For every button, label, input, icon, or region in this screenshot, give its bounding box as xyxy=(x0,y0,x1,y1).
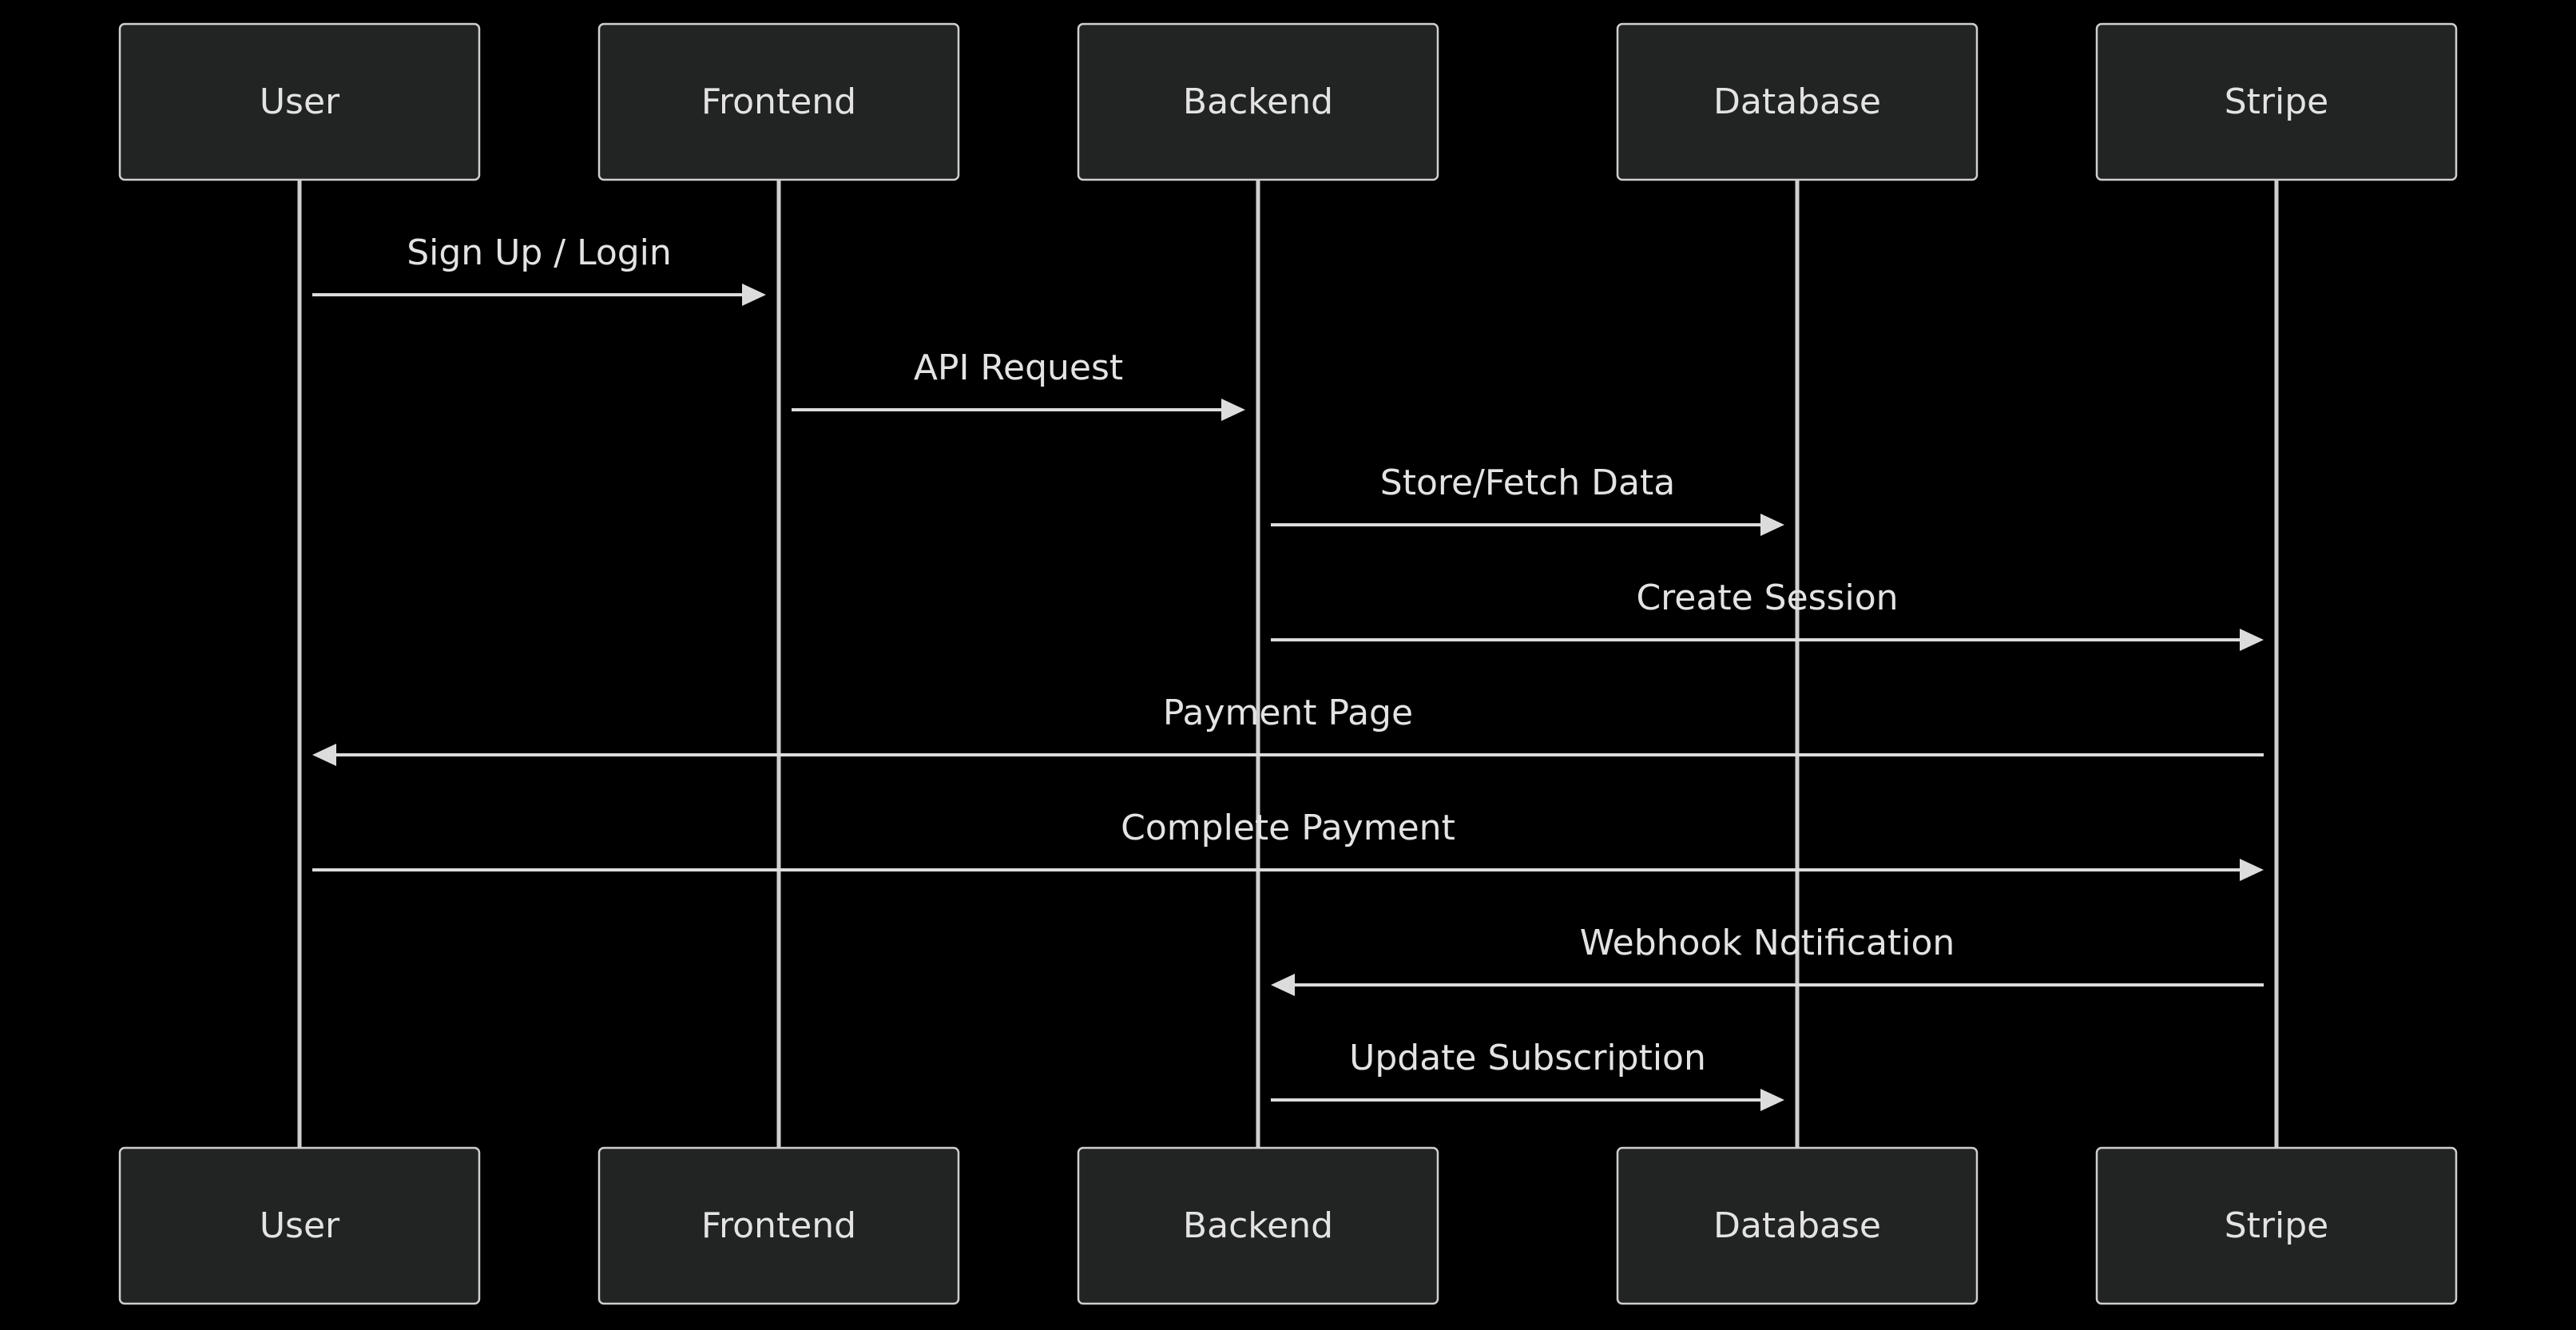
arrowhead-icon xyxy=(1221,399,1245,421)
participant-user-top: User xyxy=(118,22,481,181)
message-label: Complete Payment xyxy=(1121,808,1455,848)
arrowhead-icon xyxy=(312,744,336,766)
message-6: Complete Payment xyxy=(312,808,2264,881)
participant-box xyxy=(1077,22,1439,181)
message-label: Store/Fetch Data xyxy=(1380,463,1675,503)
participant-box xyxy=(118,1146,481,1305)
participant-box xyxy=(1616,1146,1979,1305)
participants-top: User Frontend Backend Database Stripe xyxy=(118,22,2458,181)
participant-label: Stripe xyxy=(2225,1205,2329,1246)
participant-box xyxy=(2095,1146,2458,1305)
lifelines xyxy=(297,180,2279,1148)
participant-stripe-bottom: Stripe xyxy=(2095,1146,2458,1305)
participant-frontend-bottom: Frontend xyxy=(597,1146,960,1305)
arrowhead-icon xyxy=(1271,974,1295,996)
participant-box xyxy=(597,22,960,181)
message-label: Sign Up / Login xyxy=(407,232,672,273)
message-3: Store/Fetch Data xyxy=(1271,463,1784,536)
participant-box xyxy=(1077,1146,1439,1305)
participant-frontend-top: Frontend xyxy=(597,22,960,181)
participant-label: Database xyxy=(1713,1205,1881,1246)
message-label: Update Subscription xyxy=(1349,1038,1706,1078)
participant-label: Database xyxy=(1713,81,1881,122)
participant-database-bottom: Database xyxy=(1616,1146,1979,1305)
participants-bottom: User Frontend Backend Database Stripe xyxy=(118,1146,2458,1305)
participant-box xyxy=(597,1146,960,1305)
participant-backend-top: Backend xyxy=(1077,22,1439,181)
arrowhead-icon xyxy=(742,284,766,306)
message-5: Payment Page xyxy=(312,693,2264,766)
participant-label: Stripe xyxy=(2225,81,2329,122)
message-label: API Request xyxy=(914,347,1123,388)
arrowhead-icon xyxy=(1760,514,1784,536)
participant-label: User xyxy=(260,1205,340,1246)
participant-box xyxy=(1616,22,1979,181)
participant-user-bottom: User xyxy=(118,1146,481,1305)
message-7: Webhook Notification xyxy=(1271,923,2264,996)
participant-label: Backend xyxy=(1183,1205,1333,1246)
message-8: Update Subscription xyxy=(1271,1038,1784,1111)
participant-label: User xyxy=(260,81,340,122)
participant-label: Frontend xyxy=(701,81,856,122)
participant-label: Backend xyxy=(1183,81,1333,122)
arrowhead-icon xyxy=(1760,1089,1784,1111)
arrowhead-icon xyxy=(2240,629,2264,651)
message-2: API Request xyxy=(792,347,1245,421)
message-4: Create Session xyxy=(1271,578,2264,651)
participant-database-top: Database xyxy=(1616,22,1979,181)
arrowhead-icon xyxy=(2240,859,2264,881)
participant-box xyxy=(2095,22,2458,181)
message-1: Sign Up / Login xyxy=(312,232,766,306)
participant-backend-bottom: Backend xyxy=(1077,1146,1439,1305)
message-label: Webhook Notification xyxy=(1580,923,1955,963)
participant-label: Frontend xyxy=(701,1205,856,1246)
message-label: Payment Page xyxy=(1163,693,1413,733)
participant-box xyxy=(118,22,481,181)
message-label: Create Session xyxy=(1636,578,1898,618)
participant-stripe-top: Stripe xyxy=(2095,22,2458,181)
